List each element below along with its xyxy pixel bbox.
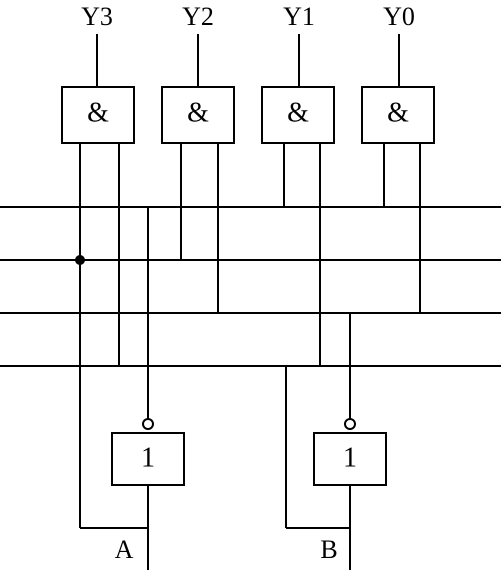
and-gate-input-wires <box>79 143 421 366</box>
output-label-y0: Y0 <box>383 2 415 31</box>
not-gate-symbol: 1 <box>141 442 155 473</box>
inversion-bubble <box>142 418 154 430</box>
and-gate-symbol: & <box>187 97 209 128</box>
not-gate-symbol: 1 <box>343 442 357 473</box>
output-label-y1: Y1 <box>283 2 315 31</box>
and-gate-y0: & <box>361 86 435 144</box>
and-gate-y3: & <box>61 86 135 144</box>
output-label-y2: Y2 <box>182 2 214 31</box>
input-b-wiring <box>285 313 351 570</box>
and-gate-symbol: & <box>87 97 109 128</box>
bus-lines <box>0 206 501 367</box>
output-wires <box>96 34 400 87</box>
and-gate-y1: & <box>261 86 335 144</box>
input-a-wiring <box>79 207 149 570</box>
not-gate-b: 1 <box>313 418 387 486</box>
inversion-bubble <box>344 418 356 430</box>
and-gate-y2: & <box>161 86 235 144</box>
input-label-a: A <box>115 535 134 564</box>
not-gate-a: 1 <box>111 418 185 486</box>
and-gate-symbol: & <box>287 97 309 128</box>
output-label-y3: Y3 <box>81 2 113 31</box>
input-label-b: B <box>320 535 337 564</box>
and-gate-symbol: & <box>387 97 409 128</box>
